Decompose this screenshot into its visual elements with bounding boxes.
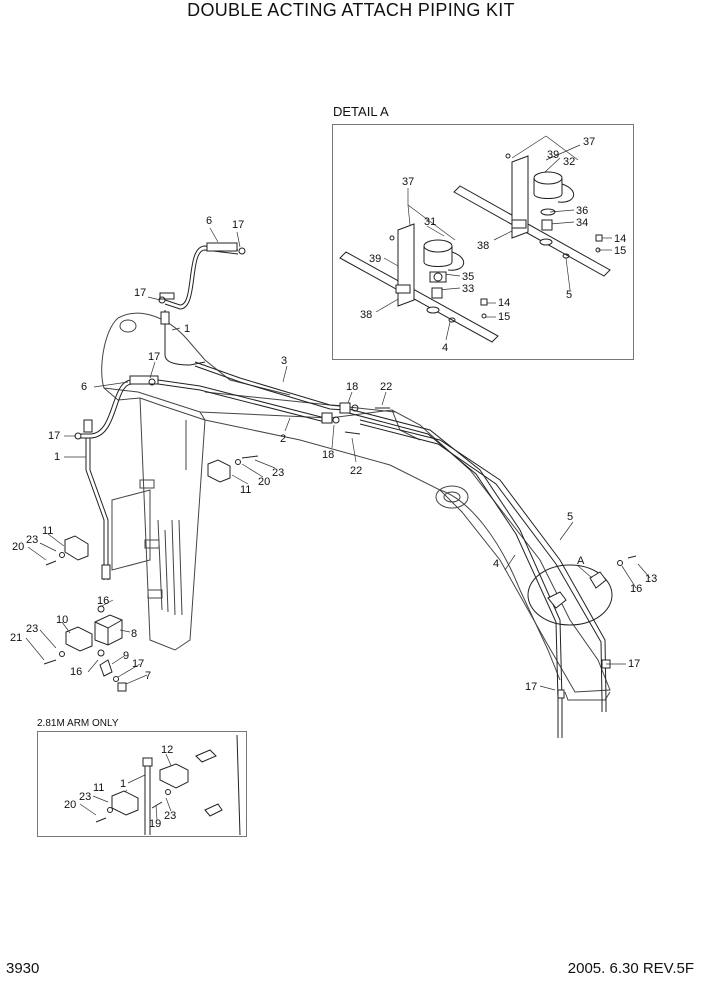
- callout-a: A: [577, 555, 585, 567]
- label-10: 10: [56, 614, 68, 626]
- revision-date: 2005. 6.30 REV.5F: [567, 960, 694, 977]
- label-37: 37: [583, 136, 595, 148]
- detail-a-frame: [332, 124, 634, 360]
- label-6: 6: [81, 381, 87, 393]
- part-number-labels: 6 17 17 1 3 17 6 18 22 17 2 1 18 22 23 2…: [10, 136, 657, 830]
- label-4: 4: [442, 342, 448, 354]
- label-14: 14: [498, 297, 510, 309]
- label-38: 38: [360, 309, 372, 321]
- label-31: 31: [424, 216, 436, 228]
- label-14: 14: [614, 233, 626, 245]
- label-18: 18: [346, 381, 358, 393]
- label-17: 17: [628, 658, 640, 670]
- label-17: 17: [525, 681, 537, 693]
- inset-title: 2.81M ARM ONLY: [37, 718, 119, 729]
- label-22: 22: [350, 465, 362, 477]
- label-20: 20: [64, 799, 76, 811]
- label-18: 18: [322, 449, 334, 461]
- label-9: 9: [123, 650, 129, 662]
- label-7: 7: [145, 670, 151, 682]
- label-34: 34: [576, 217, 588, 229]
- label-2: 2: [280, 433, 286, 445]
- label-23: 23: [26, 623, 38, 635]
- label-16: 16: [97, 595, 109, 607]
- label-4: 4: [493, 558, 499, 570]
- label-16: 16: [630, 583, 642, 595]
- label-39: 39: [369, 253, 381, 265]
- label-15: 15: [498, 311, 510, 323]
- label-12: 12: [161, 744, 173, 756]
- label-8: 8: [131, 628, 137, 640]
- label-11: 11: [93, 782, 104, 794]
- label-17: 17: [148, 351, 160, 363]
- label-21: 21: [10, 632, 22, 644]
- label-1: 1: [54, 451, 60, 463]
- label-32: 32: [563, 156, 575, 168]
- label-6: 6: [206, 215, 212, 227]
- label-17: 17: [232, 219, 244, 231]
- boom-outline: [101, 312, 611, 701]
- label-33: 33: [462, 283, 474, 295]
- label-20: 20: [12, 541, 24, 553]
- label-23: 23: [26, 534, 38, 546]
- label-3: 3: [281, 355, 287, 367]
- inset-drawing: [95, 734, 241, 836]
- label-23: 23: [272, 467, 284, 479]
- page-title: DOUBLE ACTING ATTACH PIPING KIT: [187, 0, 515, 20]
- label-37: 37: [402, 176, 414, 188]
- leader-lines: [25, 135, 651, 821]
- label-5: 5: [567, 511, 573, 523]
- label-1: 1: [120, 778, 126, 790]
- label-17: 17: [132, 658, 144, 670]
- detail-a-title: DETAIL A: [333, 104, 389, 119]
- label-17: 17: [134, 287, 146, 299]
- label-39: 39: [547, 149, 559, 161]
- inset-frame: [37, 731, 247, 837]
- label-38: 38: [477, 240, 489, 252]
- label-35: 35: [462, 271, 474, 283]
- label-1: 1: [184, 323, 190, 335]
- fittings: [43, 242, 637, 699]
- page-number: 3930: [6, 960, 40, 977]
- label-23: 23: [79, 791, 91, 803]
- label-19: 19: [149, 818, 161, 830]
- label-16: 16: [70, 666, 82, 678]
- pipe-lines: [80, 245, 613, 738]
- label-11: 11: [240, 484, 251, 496]
- label-23: 23: [164, 810, 176, 822]
- detail-a-drawing: [339, 153, 611, 343]
- label-36: 36: [576, 205, 588, 217]
- label-11: 11: [42, 525, 53, 537]
- label-15: 15: [614, 245, 626, 257]
- label-22: 22: [380, 381, 392, 393]
- label-5: 5: [566, 289, 572, 301]
- label-20: 20: [258, 476, 270, 488]
- arm-outline: [111, 397, 206, 651]
- label-17: 17: [48, 430, 60, 442]
- label-13: 13: [645, 573, 657, 585]
